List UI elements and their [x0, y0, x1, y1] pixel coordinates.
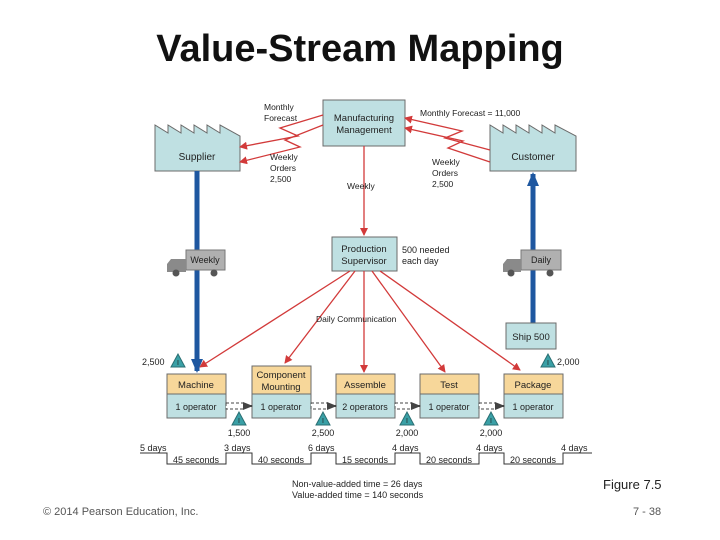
inventory-markers: I 2,500 I 1,500 I 2,500 I 2,000 I 2,000 …: [142, 352, 580, 438]
inventory-triangle-icon: I: [315, 410, 331, 426]
wait-time-4: 4 days: [392, 443, 419, 453]
truck-weekly-label: Weekly: [190, 255, 220, 265]
wait-time-2: 3 days: [224, 443, 251, 453]
weekly-orders-supplier-arrow: [239, 124, 324, 165]
svg-text:I: I: [322, 418, 324, 425]
production-label-2: Supervisor: [341, 256, 386, 267]
wait-time-1: 5 days: [140, 443, 167, 453]
customer-factory: Customer: [489, 124, 577, 172]
process-name-component-1: Component: [256, 370, 305, 381]
daily-communication-label: Daily Communication: [316, 314, 397, 324]
slide-title: Value-Stream Mapping: [156, 28, 564, 70]
nva-total: Non-value-added time = 26 days: [292, 479, 423, 489]
process-staff-component: 1 operator: [260, 402, 301, 412]
needed-label-1: 500 needed: [402, 245, 450, 255]
weekly-orders-left-2: Orders: [270, 163, 296, 173]
inventory-value-5: 2,000: [480, 428, 503, 438]
process-package: Package 1 operator: [503, 373, 564, 419]
truck-daily-label: Daily: [531, 255, 552, 265]
monthly-forecast-label-1: Monthly: [264, 102, 295, 112]
weekly-orders-right-2: Orders: [432, 168, 458, 178]
process-test: Test 1 operator: [419, 373, 480, 419]
customer-forecast-label: Monthly Forecast = 11,000: [420, 108, 521, 118]
process-name-component-2: Mounting: [261, 382, 300, 393]
inventory-triangle-icon: I: [483, 410, 499, 426]
process-machine: Machine 1 operator: [166, 373, 227, 419]
process-staff-package: 1 operator: [512, 402, 553, 412]
weekly-orders-right-3: 2,500: [432, 179, 454, 189]
process-name-machine: Machine: [178, 380, 214, 391]
inventory-triangle-icon: I: [399, 410, 415, 426]
customer-forecast-arrow: [404, 115, 491, 151]
inventory-triangle-icon: I: [540, 352, 556, 368]
svg-text:I: I: [238, 418, 240, 425]
monthly-forecast-arrow: [239, 114, 324, 150]
production-supervisor-box: [331, 236, 398, 272]
process-component-mounting: Component Mounting 1 operator: [251, 365, 312, 419]
page-number: 7 - 38: [633, 506, 662, 518]
svg-text:I: I: [490, 418, 492, 425]
monthly-forecast-label-2: Forecast: [264, 113, 298, 123]
ship-label: Ship 500: [512, 332, 550, 343]
copyright-text: © 2014 Pearson Education, Inc.: [43, 506, 199, 518]
process-time-4: 20 seconds: [426, 455, 473, 465]
weekly-orders-customer-arrow: [404, 125, 491, 163]
truck-icon-daily: Daily: [503, 249, 562, 277]
process-staff-assemble: 2 operators: [342, 402, 388, 412]
comm-arrow-package: [379, 270, 521, 371]
inventory-value-4: 2,000: [396, 428, 419, 438]
weekly-orders-left-3: 2,500: [270, 174, 292, 184]
production-label-1: Production: [341, 244, 386, 255]
svg-text:I: I: [406, 418, 408, 425]
needed-label-2: each day: [402, 256, 439, 266]
wait-time-5: 4 days: [476, 443, 503, 453]
truck-icon-weekly: Weekly: [167, 249, 226, 277]
supplier-label: Supplier: [179, 152, 216, 163]
ship-box: [505, 322, 557, 350]
process-time-5: 20 seconds: [510, 455, 557, 465]
inventory-triangle-icon: I: [170, 352, 186, 368]
process-time-2: 40 seconds: [258, 455, 305, 465]
process-name-assemble: Assemble: [344, 380, 386, 391]
timeline: 5 days 3 days 6 days 4 days 4 days 4 day…: [140, 443, 592, 500]
process-staff-test: 1 operator: [428, 402, 469, 412]
svg-text:I: I: [177, 360, 179, 367]
weekly-label: Weekly: [347, 181, 375, 191]
process-name-test: Test: [440, 380, 458, 391]
va-total: Value-added time = 140 seconds: [292, 490, 424, 500]
weekly-orders-left-1: Weekly: [270, 152, 298, 162]
process-time-1: 45 seconds: [173, 455, 220, 465]
inventory-value-3: 2,500: [312, 428, 335, 438]
inventory-value-6: 2,000: [557, 357, 580, 367]
comm-arrow-component: [284, 270, 356, 364]
customer-label: Customer: [511, 152, 555, 163]
process-name-package: Package: [515, 380, 552, 391]
inventory-value-2: 1,500: [228, 428, 251, 438]
information-flows: [199, 114, 521, 373]
weekly-orders-right-1: Weekly: [432, 157, 460, 167]
wait-time-6: 4 days: [561, 443, 588, 453]
process-time-3: 15 seconds: [342, 455, 389, 465]
manufacturing-label-1: Manufacturing: [334, 113, 394, 124]
inventory-triangle-icon: I: [231, 410, 247, 426]
push-arrows: [225, 402, 505, 410]
process-assemble: Assemble 2 operators: [335, 373, 396, 419]
manufacturing-management-box: [322, 99, 406, 147]
supplier-factory: Supplier: [154, 124, 241, 172]
process-staff-machine: 1 operator: [175, 402, 216, 412]
inventory-value-1: 2,500: [142, 357, 165, 367]
figure-label: Figure 7.5: [603, 477, 662, 492]
svg-text:I: I: [547, 360, 549, 367]
comm-arrow-machine: [199, 270, 351, 368]
manufacturing-label-2: Management: [336, 125, 392, 136]
wait-time-3: 6 days: [308, 443, 335, 453]
comm-arrow-test: [371, 270, 446, 373]
